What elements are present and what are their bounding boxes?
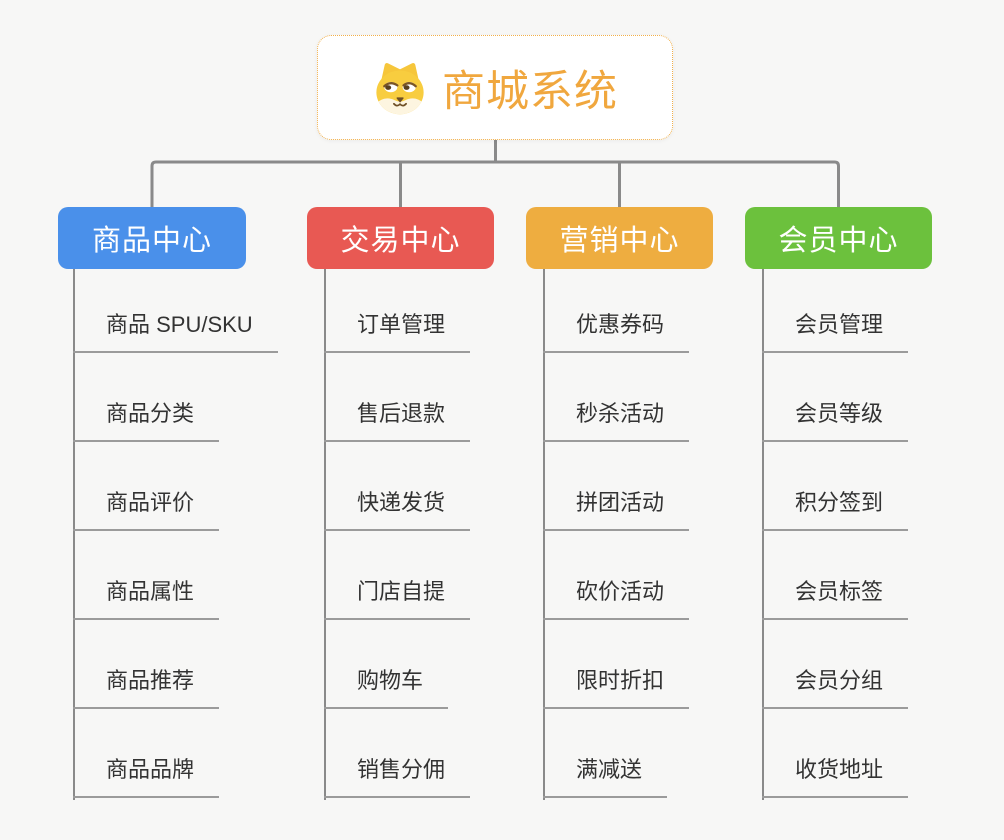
leaf-item[interactable]: 会员等级 bbox=[762, 399, 909, 442]
dog-face-icon bbox=[372, 60, 428, 116]
leaf-item[interactable]: 优惠券码 bbox=[543, 310, 690, 353]
root-title: 商城系统 bbox=[442, 67, 618, 116]
branch-children-member-center: 会员管理 会员等级 积分签到 会员标签 会员分组 收货地址 bbox=[762, 269, 1002, 800]
leaf-item[interactable]: 商品评价 bbox=[73, 488, 220, 531]
leaf-item[interactable]: 商品分类 bbox=[73, 399, 220, 442]
branch-node-marketing-center[interactable]: 营销中心 bbox=[526, 207, 713, 269]
leaf-item[interactable]: 订单管理 bbox=[324, 310, 471, 353]
branch-children-trade-center: 订单管理 售后退款 快递发货 门店自提 购物车 销售分佣 bbox=[324, 269, 564, 800]
leaf-item[interactable]: 收货地址 bbox=[762, 755, 909, 798]
leaf-item[interactable]: 购物车 bbox=[324, 666, 449, 709]
leaf-item[interactable]: 商品品牌 bbox=[73, 755, 220, 798]
leaf-item[interactable]: 秒杀活动 bbox=[543, 399, 690, 442]
leaf-item[interactable]: 会员管理 bbox=[762, 310, 909, 353]
leaf-item[interactable]: 会员标签 bbox=[762, 577, 909, 620]
branch-node-trade-center[interactable]: 交易中心 bbox=[307, 207, 494, 269]
branch-label: 会员中心 bbox=[778, 225, 899, 257]
leaf-item[interactable]: 快递发货 bbox=[324, 488, 471, 531]
branch-children-marketing-center: 优惠券码 秒杀活动 拼团活动 砍价活动 限时折扣 满减送 bbox=[543, 269, 783, 800]
leaf-item[interactable]: 积分签到 bbox=[762, 488, 909, 531]
branch-node-product-center[interactable]: 商品中心 bbox=[58, 207, 246, 269]
branch-node-member-center[interactable]: 会员中心 bbox=[745, 207, 932, 269]
branch-label: 营销中心 bbox=[559, 225, 680, 257]
leaf-item[interactable]: 售后退款 bbox=[324, 399, 471, 442]
branch-label: 交易中心 bbox=[340, 225, 461, 257]
leaf-item[interactable]: 商品属性 bbox=[73, 577, 220, 620]
branch-label: 商品中心 bbox=[91, 225, 212, 257]
leaf-item[interactable]: 会员分组 bbox=[762, 666, 909, 709]
leaf-item[interactable]: 销售分佣 bbox=[324, 755, 471, 798]
leaf-item[interactable]: 满减送 bbox=[543, 755, 668, 798]
leaf-item[interactable]: 拼团活动 bbox=[543, 488, 690, 531]
leaf-item[interactable]: 门店自提 bbox=[324, 577, 471, 620]
root-topic[interactable]: 商城系统 bbox=[317, 35, 673, 140]
leaf-item[interactable]: 砍价活动 bbox=[543, 577, 690, 620]
leaf-item[interactable]: 限时折扣 bbox=[543, 666, 690, 709]
leaf-item[interactable]: 商品 SPU/SKU bbox=[73, 310, 278, 353]
leaf-item[interactable]: 商品推荐 bbox=[73, 666, 220, 709]
branch-children-product-center: 商品 SPU/SKU 商品分类 商品评价 商品属性 商品推荐 商品品牌 bbox=[73, 269, 313, 800]
